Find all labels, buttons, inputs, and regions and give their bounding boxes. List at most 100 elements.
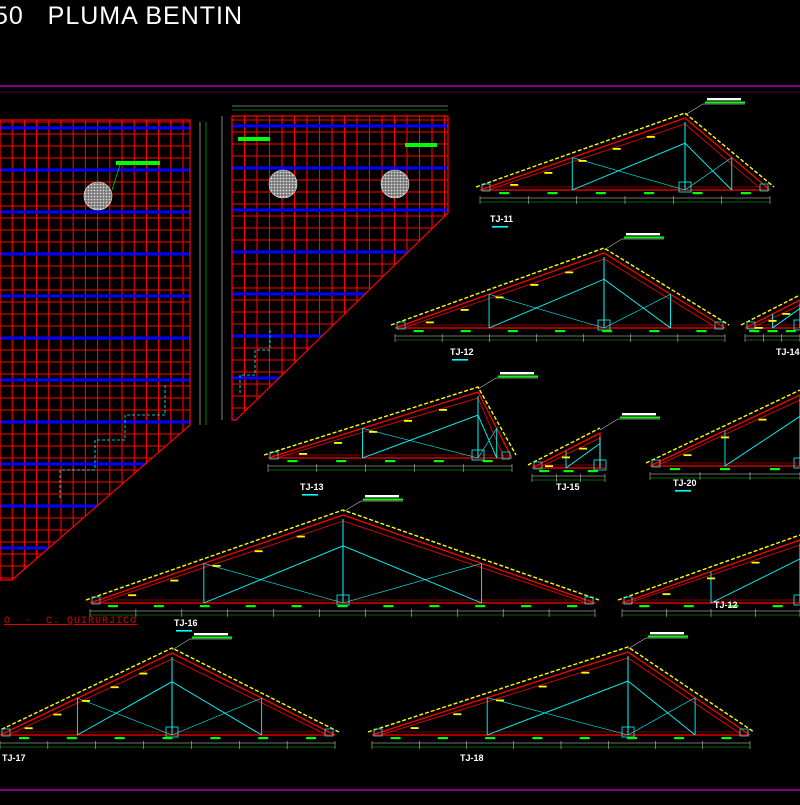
dimension-tag (292, 605, 302, 607)
dimension-tag (773, 605, 783, 607)
annotation-text-block (707, 98, 741, 100)
dimension-tag (532, 737, 542, 739)
web-diagonal (489, 279, 604, 328)
top-chord (395, 253, 725, 328)
truss-tj18[interactable] (368, 632, 754, 749)
top-chord (372, 652, 750, 735)
dimension-tag (336, 460, 346, 462)
annotation-leader (172, 639, 190, 650)
rafter-tag (82, 700, 90, 702)
plan-right-grid (230, 114, 450, 422)
truss-tj15[interactable] (528, 413, 660, 482)
truss-tj14[interactable] (741, 280, 800, 342)
roof-sheet (391, 248, 729, 325)
dimension-tag (580, 737, 590, 739)
web-diagonal (685, 158, 732, 190)
rafter-tag (496, 700, 504, 702)
dimension-tag (602, 330, 612, 332)
truss-tj11[interactable] (476, 98, 774, 204)
truss-tj16[interactable] (86, 495, 599, 617)
dimension-tag (627, 737, 637, 739)
dimension-tag (696, 330, 706, 332)
web-diagonal (77, 698, 172, 735)
truss-tj12[interactable] (391, 233, 729, 342)
annotation-text-block (498, 376, 538, 378)
dimension-tag (200, 605, 210, 607)
annotation-text-block (500, 372, 534, 374)
web-diagonal (628, 698, 695, 735)
dimension-tag (508, 330, 518, 332)
skylight-tag (405, 143, 437, 147)
rafter-tag (128, 594, 136, 596)
rafter-tag (579, 448, 587, 450)
dimension-tag (108, 605, 118, 607)
rafter-tag (755, 327, 763, 329)
rafter-tag (782, 313, 790, 315)
dimension-tag (786, 330, 796, 332)
truss-tj20[interactable] (646, 375, 800, 480)
scale-note (492, 226, 508, 228)
dimension-tag (306, 737, 316, 739)
top-chord (480, 118, 770, 190)
zone-label: O - C. QUIRURJICO (4, 616, 137, 627)
rafter-tag (759, 419, 767, 421)
dimension-tag (548, 192, 558, 194)
web-diagonal (628, 681, 695, 735)
web-diagonal (604, 294, 671, 328)
web-diagonal (478, 428, 497, 458)
dimension-tag (768, 330, 778, 332)
web-diagonal (487, 698, 628, 735)
roof-sheet (368, 647, 754, 732)
rafter-tag (426, 322, 434, 324)
truss-label-tj12b: TJ-12 (714, 600, 738, 610)
roof-sheet (646, 390, 800, 463)
truss-tj12b[interactable] (618, 520, 800, 617)
top-chord-inner (276, 398, 504, 458)
dimension-tag (461, 330, 471, 332)
dimension-tag (499, 192, 509, 194)
truss-label-tj18: TJ-18 (460, 753, 484, 763)
dimension-tag (391, 737, 401, 739)
top-chord-inner (628, 545, 800, 603)
rafter-tag (255, 550, 263, 552)
annotation-text-block (620, 417, 660, 419)
dimension-tag (338, 605, 348, 607)
dimension-tag (539, 470, 549, 472)
roof-framing-plan-right[interactable] (222, 106, 450, 422)
scale-note (302, 494, 318, 496)
dimension-tag (721, 737, 731, 739)
scale-note (675, 490, 691, 492)
dimension-tag (246, 605, 256, 607)
dimension-tag (588, 470, 598, 472)
dimension-tag (434, 460, 444, 462)
dimension-tag (287, 460, 297, 462)
annotation-leader (628, 638, 646, 649)
dimension-tag (670, 468, 680, 470)
top-chord-inner (656, 400, 800, 466)
dimension-tag (749, 330, 759, 332)
truss-label-tj13: TJ-13 (300, 482, 324, 492)
roof-sheet (0, 648, 339, 732)
annotation-leader (600, 419, 618, 430)
annotation-text-block (705, 102, 745, 104)
annotation-text-block (650, 632, 684, 634)
rafter-tag (581, 672, 589, 674)
truss-tj17[interactable] (0, 633, 339, 749)
dimension-tag (564, 470, 574, 472)
dimension-tag (383, 605, 393, 607)
rafter-tag (544, 172, 552, 174)
rafter-tag (496, 297, 504, 299)
rafter-tag (369, 431, 377, 433)
web-diagonal (572, 158, 685, 190)
rafter-tag (299, 453, 307, 455)
web-diagonal (604, 279, 671, 328)
web-diagonal (77, 682, 172, 735)
rafter-tag (769, 320, 777, 322)
truss-tj13[interactable] (264, 372, 538, 472)
roof-framing-plan-left[interactable] (0, 118, 206, 585)
dimension-tag (596, 192, 606, 194)
dimension-tag (438, 737, 448, 739)
roof-sheet (528, 428, 600, 465)
